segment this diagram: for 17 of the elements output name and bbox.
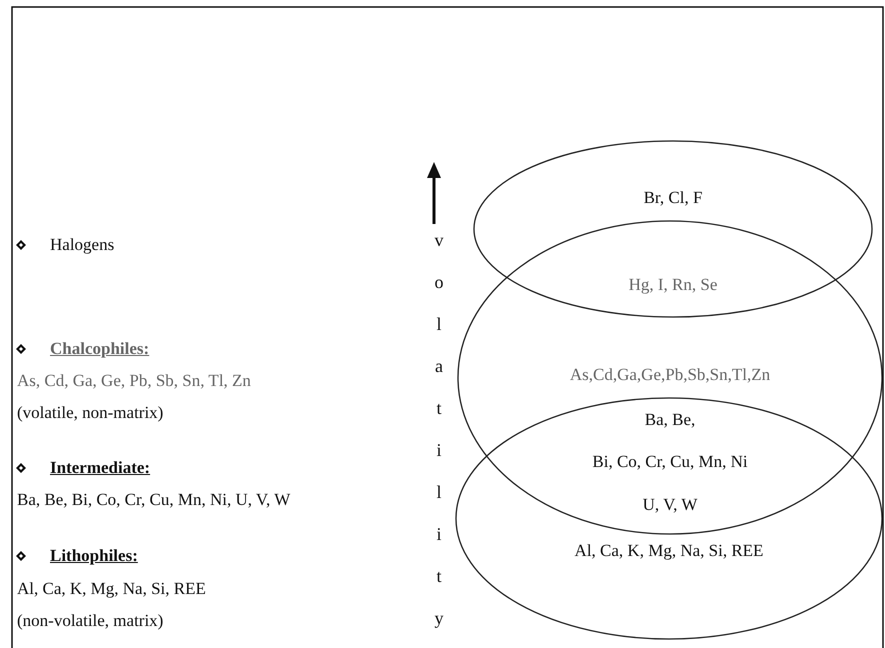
- element-list: Br, Cl, F: [644, 188, 702, 207]
- element-list: As, Cd, Ga, Ge, Pb, Sb, Sn, Tl, Zn: [17, 371, 251, 391]
- category-label: Halogens: [50, 235, 114, 255]
- element-list: Hg, I, Rn, Se: [628, 275, 718, 295]
- property-note: (non-volatile, matrix): [17, 611, 164, 631]
- category-heading: Lithophiles:: [50, 546, 138, 566]
- axis-label: volatility: [430, 230, 448, 648]
- element-list: U, V, W: [642, 495, 698, 515]
- category-heading: Intermediate:: [50, 458, 150, 478]
- property-note: (volatile, non-matrix): [17, 403, 164, 423]
- element-list: As,Cd,Ga,Ge,Pb,Sb,Sn,Tl,Zn: [570, 365, 770, 384]
- element-list: Bi, Co, Cr, Cu, Mn, Ni: [592, 452, 748, 472]
- element-list: Ba, Be, Bi, Co, Cr, Cu, Mn, Ni, U, V, W: [17, 490, 290, 510]
- element-list: Al, Ca, K, Mg, Na, Si, REE: [574, 541, 764, 560]
- element-list: Ba, Be,: [644, 410, 696, 430]
- element-list: Al, Ca, K, Mg, Na, Si, REE: [17, 579, 206, 599]
- category-heading: Chalcophiles:: [50, 339, 150, 359]
